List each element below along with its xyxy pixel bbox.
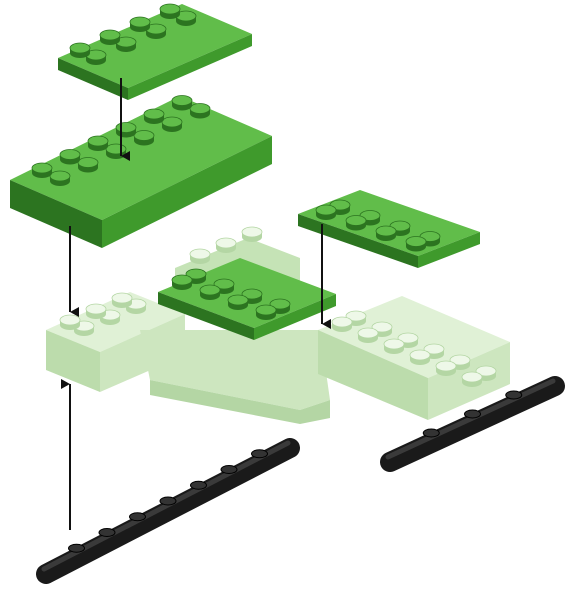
stud-top xyxy=(358,328,378,338)
stud-top xyxy=(436,361,456,371)
stud-top xyxy=(256,305,276,315)
stud-top xyxy=(116,123,136,133)
stud-top xyxy=(384,339,404,349)
stud-top xyxy=(406,237,426,247)
stud-top xyxy=(162,117,182,127)
stud-top xyxy=(316,205,336,215)
stud-top xyxy=(32,163,52,173)
bar-clip xyxy=(130,513,146,521)
stud-top xyxy=(134,131,154,141)
stud-top xyxy=(216,238,236,248)
stud-top xyxy=(112,293,132,303)
stud-top xyxy=(346,216,366,226)
stud-top xyxy=(50,171,70,181)
stud-top xyxy=(70,43,90,53)
bar-clip xyxy=(99,529,115,537)
bar-clip xyxy=(69,544,85,552)
stud-top xyxy=(228,295,248,305)
bar-clip xyxy=(221,466,237,474)
stud-top xyxy=(200,285,220,295)
stud-top xyxy=(88,136,108,146)
stud-top xyxy=(376,226,396,236)
stud-top xyxy=(462,372,482,382)
stud-top xyxy=(86,304,106,314)
stud-top xyxy=(160,4,180,14)
stud-top xyxy=(190,249,210,259)
stud-top xyxy=(78,158,98,168)
stud-top xyxy=(144,109,164,119)
bar-clip xyxy=(506,391,522,399)
bar-clip xyxy=(423,429,439,437)
stud-top xyxy=(172,275,192,285)
stud-top xyxy=(332,317,352,327)
stud-top xyxy=(190,104,210,114)
black-bar-left xyxy=(44,443,290,574)
stud-top xyxy=(410,350,430,360)
bar-clip xyxy=(191,481,207,489)
stud-top xyxy=(172,96,192,106)
stud-top xyxy=(242,227,262,237)
stud-top xyxy=(130,17,150,27)
bar-clip xyxy=(465,410,481,418)
bar-clip xyxy=(160,497,176,505)
stud-top xyxy=(60,315,80,325)
stud-top xyxy=(106,144,126,154)
green-brick-2x6 xyxy=(10,96,272,249)
green-plate-right xyxy=(298,190,480,268)
stud-top xyxy=(60,150,80,160)
green-plate-top xyxy=(58,4,252,100)
stud-top xyxy=(100,30,120,40)
bar-clip xyxy=(252,450,268,458)
